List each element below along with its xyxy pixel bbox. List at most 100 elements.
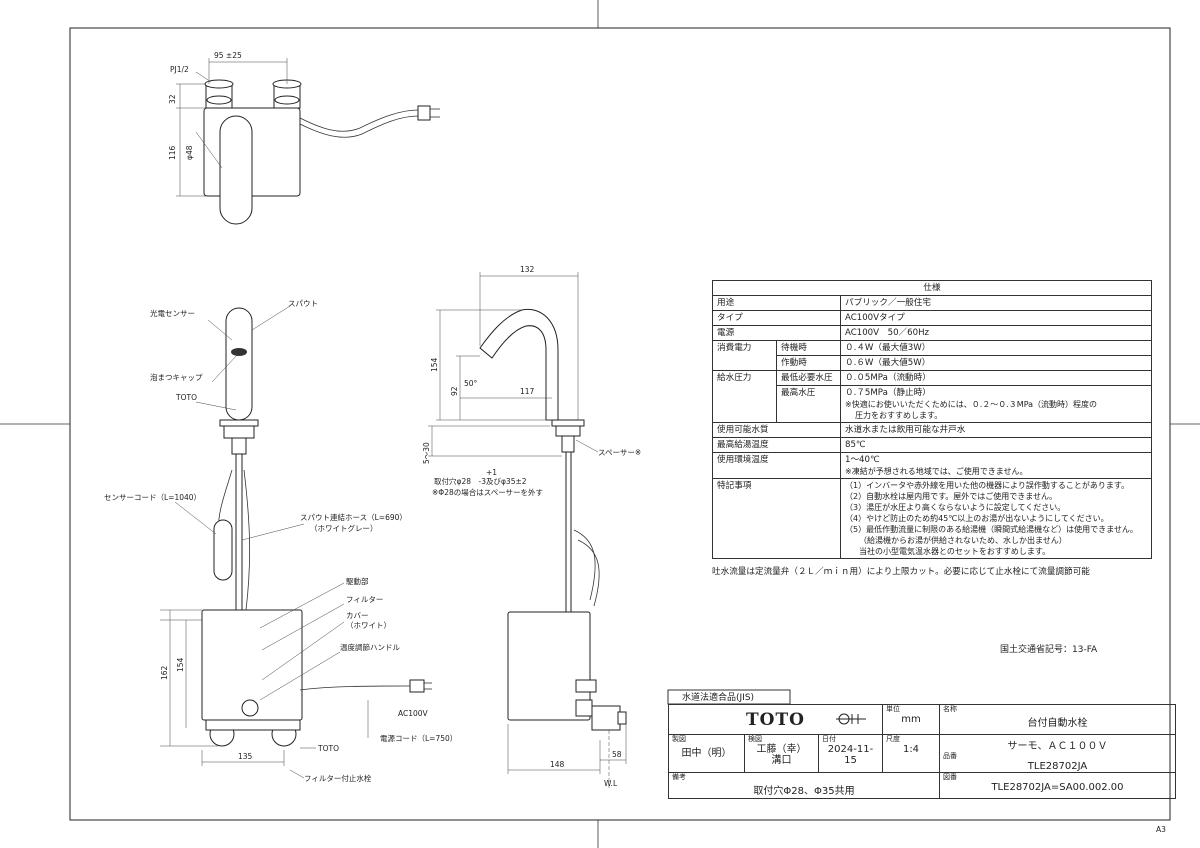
- spec-note-item: （5）最低作動流量に制限のある給湯機（瞬間式給湯機など）は使用できません。: [845, 525, 1138, 534]
- mlit-code: 国土交通省記号：13-FA: [1000, 645, 1098, 655]
- remark-value: 取付穴Φ28、Φ35共用: [753, 786, 855, 797]
- date-label: 日付: [822, 735, 836, 743]
- spec-note: ※凍結が予想される地域では、ご使用できません。: [845, 467, 1028, 476]
- spec-key: 最高給湯温度: [712, 437, 841, 453]
- dim-135: 135: [238, 752, 253, 761]
- dim-58: 58: [612, 750, 622, 759]
- dim-154-side: 154: [430, 357, 439, 372]
- spec-key: 電源: [712, 325, 841, 341]
- label-hole-note: ※Φ28の場合はスペーサーを外す: [432, 487, 543, 497]
- spec-subkey: 作動時: [776, 355, 841, 371]
- spec-value: 1〜40℃: [845, 455, 880, 465]
- drawing-number: TLE28702JA=SA00.002.00: [991, 782, 1124, 793]
- drafter: 田中（明）: [681, 748, 732, 759]
- dim-132: 132: [520, 265, 535, 274]
- spec-value: 水道水または飲用可能な井戸水: [840, 422, 1152, 438]
- spec-note-item: （2）自動水栓は屋内用です。屋外ではご使用できません。: [845, 492, 1058, 501]
- unit-value: mm: [901, 714, 921, 725]
- dim-116: 116: [168, 145, 177, 160]
- label-photo-sensor: 光電センサー: [150, 308, 195, 318]
- flow-note: 吐水流量は定流量弁（２Ｌ／ｍｉｎ用）により上限カット。必要に応じて止水栓にて流量…: [712, 567, 1090, 577]
- unit-label: 単位: [886, 705, 900, 713]
- dim-117: 117: [520, 387, 535, 396]
- spec-key-pressure: 給水圧力: [712, 370, 777, 423]
- dim-32: 32: [168, 94, 177, 104]
- dim-95-top: 95 ±25: [214, 51, 242, 60]
- spec-value: AC100Vタイプ: [840, 310, 1152, 326]
- label-spout: スパウト: [288, 299, 318, 308]
- faucet-symbol-icon: [836, 713, 866, 725]
- scale-value: 1:4: [902, 744, 920, 755]
- spec-subkey: 待機時: [776, 340, 841, 356]
- label-ac100v: AC100V: [398, 709, 429, 718]
- spec-note-item: （4）やけど防止のため約45℃以上のお湯が出ないようにしてください。: [845, 514, 1109, 523]
- checker-1: 工藤（幸）: [756, 744, 807, 755]
- spec-key: タイプ: [712, 310, 841, 326]
- dim-162: 162: [160, 665, 169, 680]
- front-view: [160, 305, 432, 779]
- side-view: [428, 272, 627, 790]
- label-cover: カバー: [346, 611, 369, 620]
- checker-label: 検図: [748, 735, 762, 743]
- spec-value: パブリック／一般住宅: [840, 295, 1152, 311]
- spec-key: 特記事項: [712, 478, 841, 559]
- date-value: 2024-11-15: [827, 744, 874, 766]
- dim-50deg: 50°: [464, 379, 478, 388]
- spec-note: ※快適にお使いいただくためには、０.２〜０.３MPa（流動時）程度の: [845, 400, 1098, 409]
- part-label: 品番: [943, 752, 957, 760]
- spec-note-item: （1）インバータや赤外線を用いた他の機器により誤作動することがあります。: [845, 481, 1130, 490]
- label-temp-handle: 温度調節ハンドル: [340, 642, 400, 652]
- label-hose-color: （ホワイトグレー）: [310, 523, 378, 533]
- label-spacer: スペーサー※: [598, 448, 641, 457]
- label-toto-base: TOTO: [317, 744, 339, 753]
- part-number: TLE28702JA: [1027, 761, 1088, 772]
- spec-note-item: （給湯機からお湯が供給されないため、水しか出ません）: [859, 536, 1067, 545]
- label-wl: W.L: [604, 779, 618, 788]
- dim-148: 148: [550, 760, 565, 769]
- thread-label: PJ1/2: [170, 65, 189, 74]
- label-foam-cap: 泡まつキャップ: [150, 372, 203, 382]
- spec-row-usage: 用途パブリック／一般住宅: [712, 295, 1152, 311]
- label-sensor-cord: センサーコード（L=1040）: [104, 493, 201, 502]
- spec-subkey: 最高水圧: [776, 385, 841, 423]
- top-view: [176, 58, 440, 225]
- sheet-size: A3: [1156, 825, 1166, 834]
- label-drive: 駆動部: [346, 576, 369, 586]
- dim-92: 92: [450, 386, 459, 396]
- spec-key: 使用環境温度: [712, 452, 841, 479]
- checker-2: 溝口: [771, 755, 792, 766]
- remark-label: 備考: [672, 773, 686, 781]
- spec-value: ０.０5MPa（流動時）: [840, 370, 1152, 386]
- spec-value: 85℃: [840, 437, 1152, 453]
- dim-d48: φ48: [185, 145, 194, 160]
- drafter-label: 製図: [672, 735, 686, 743]
- spec-value: ０.６W（最大値5W）: [840, 355, 1152, 371]
- spec-note-item: （3）湯圧が水圧より高くならないように設定してください。: [845, 503, 1066, 512]
- brand-logo: TOTO: [746, 709, 805, 730]
- name-label: 名称: [943, 705, 957, 713]
- product-subname: サーモ、ＡＣ１００Ｖ: [1007, 741, 1108, 752]
- spec-subkey: 最低必要水圧: [776, 370, 841, 386]
- spec-key: 用途: [712, 295, 841, 311]
- jis-label: 水道法適合品(JIS): [682, 691, 754, 703]
- spec-title: 仕様: [712, 280, 1152, 296]
- dim-154-front: 154: [176, 657, 185, 672]
- spec-value: ０.７5MPa（静止時）: [845, 388, 931, 398]
- label-toto-front: TOTO: [175, 393, 197, 402]
- dim-5-30: 5〜30: [422, 442, 431, 464]
- drawing-no-label: 図番: [943, 773, 957, 781]
- label-hose: スパウト連結ホース（L=690）: [300, 512, 407, 522]
- product-name: 台付自動水栓: [1027, 718, 1088, 729]
- spec-key: 使用可能水質: [712, 422, 841, 438]
- spec-value: ０.４W（最大値3W）: [840, 340, 1152, 356]
- spec-note-item: 当社の小型電気温水器とのセットをおすすめします。: [859, 547, 1051, 556]
- label-mount-hole: 取付穴φ28 -3及びφ35±2: [434, 476, 527, 486]
- label-filter: フィルター: [346, 595, 383, 604]
- spec-note: 圧力をおすすめします。: [855, 411, 943, 420]
- label-filter-valve: フィルター付止水栓: [304, 773, 372, 783]
